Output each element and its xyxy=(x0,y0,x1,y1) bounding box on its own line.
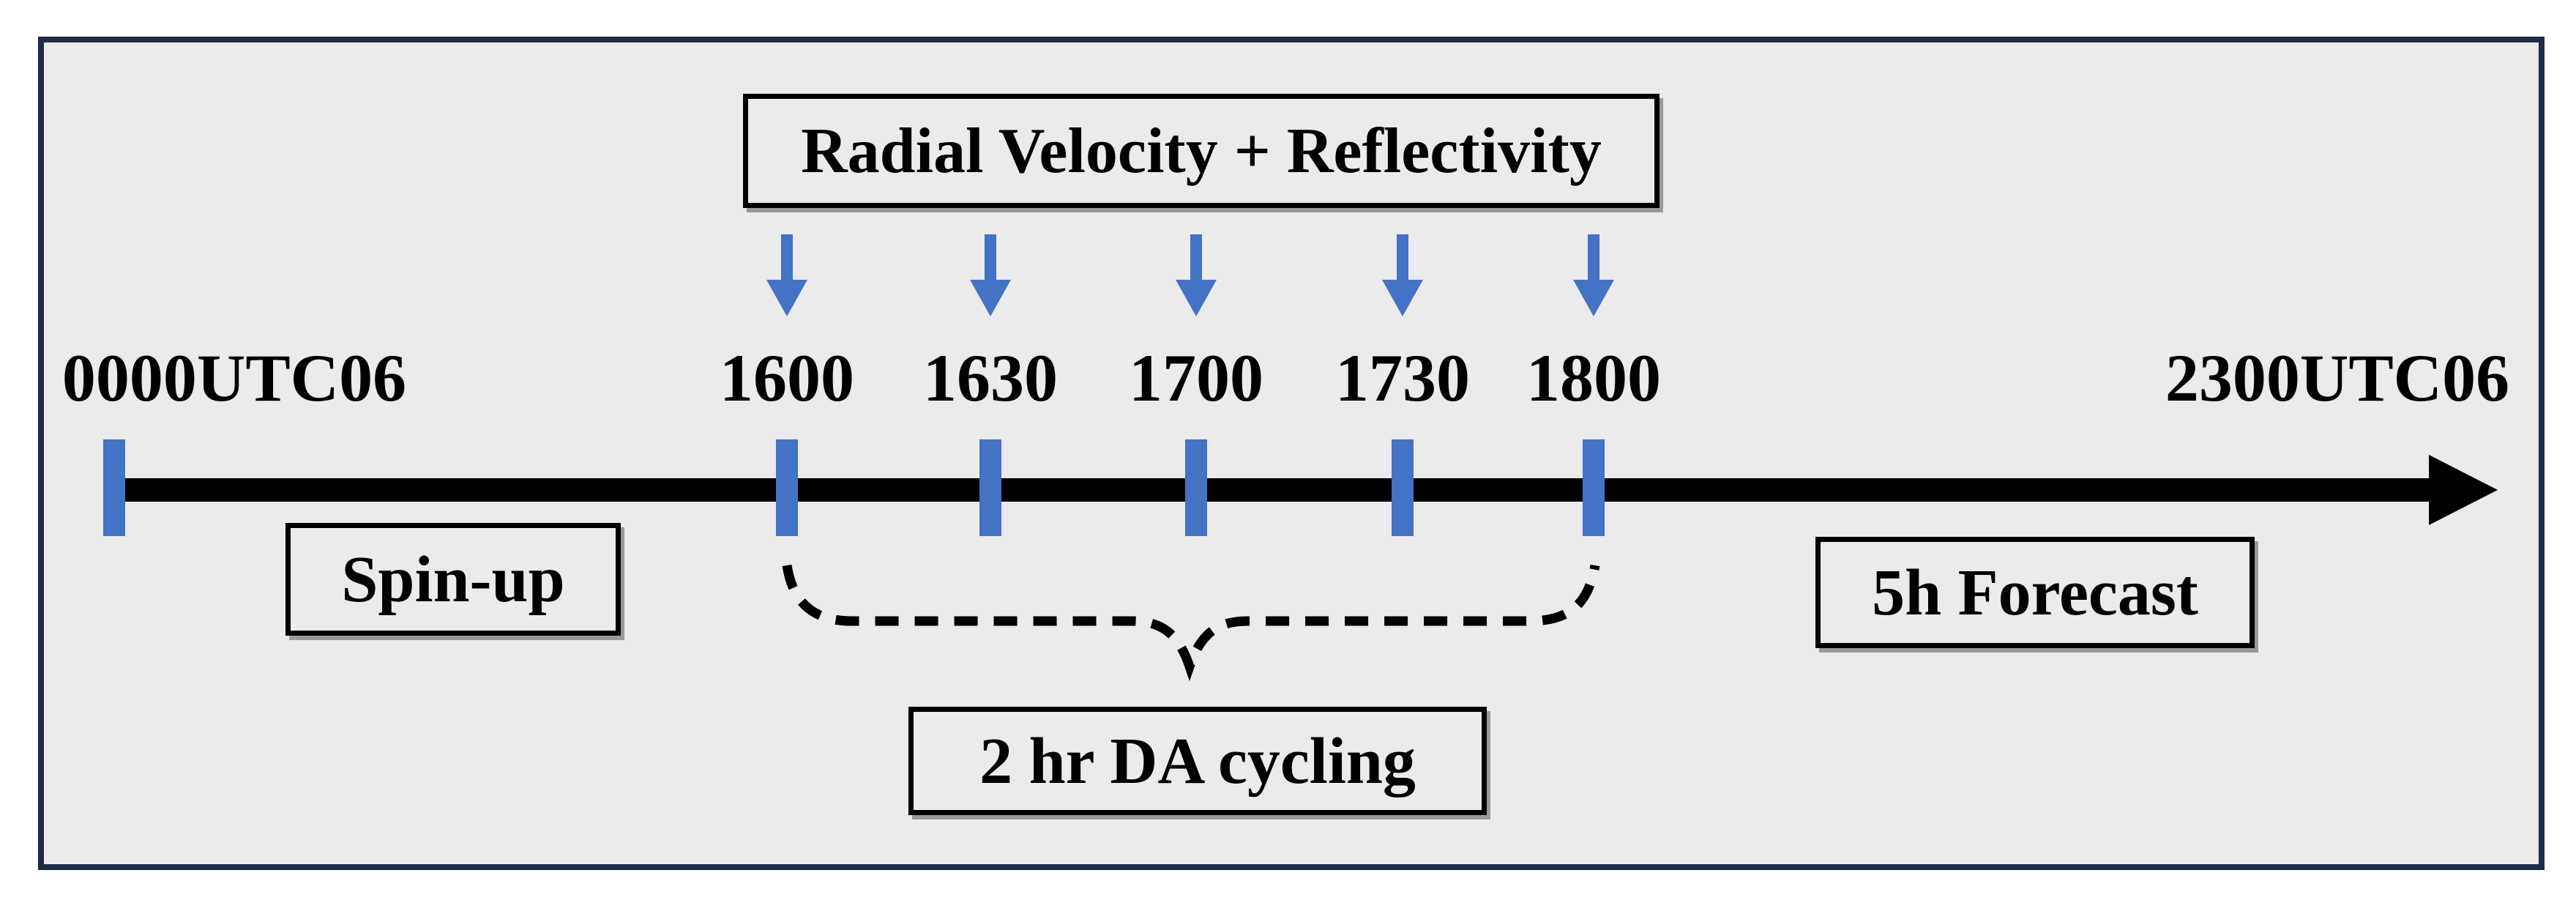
radar-observations-box: Radial Velocity + Reflectivity xyxy=(743,94,1660,208)
timeline-start-label: 0000UTC06 xyxy=(61,341,407,415)
da-cycling-box: 2 hr DA cycling xyxy=(908,707,1487,815)
down-arrow-icon xyxy=(766,234,807,316)
tick-mark-cycle xyxy=(1392,439,1414,536)
cycle-time-label: 1730 xyxy=(1335,341,1470,415)
cycle-time-label: 1600 xyxy=(720,341,854,415)
forecast-box: 5h Forecast xyxy=(1815,537,2255,648)
diagram-frame xyxy=(38,37,2545,870)
down-arrow-icon xyxy=(1573,234,1614,316)
tick-mark-start xyxy=(103,439,125,536)
arrowhead-icon xyxy=(2429,455,2498,525)
cycle-time-label: 1800 xyxy=(1526,341,1661,415)
tick-mark-cycle xyxy=(1185,439,1207,536)
tick-mark-cycle xyxy=(979,439,1001,536)
cycle-time-label: 1700 xyxy=(1129,341,1263,415)
down-arrow-icon xyxy=(1382,234,1423,316)
da-cycling-label: 2 hr DA cycling xyxy=(979,724,1416,798)
dashed-brace-icon xyxy=(782,564,1600,682)
spin-up-label: Spin-up xyxy=(341,543,565,616)
tick-mark-cycle xyxy=(776,439,798,536)
down-arrow-icon xyxy=(1176,234,1217,316)
spin-up-box: Spin-up xyxy=(285,523,621,636)
down-arrow-icon xyxy=(970,234,1011,316)
radar-observations-label: Radial Velocity + Reflectivity xyxy=(801,115,1602,187)
timeline-axis xyxy=(116,478,2430,502)
timeline-end-label: 2300UTC06 xyxy=(2165,341,2510,415)
forecast-label: 5h Forecast xyxy=(1872,556,2198,629)
tick-mark-cycle xyxy=(1583,439,1605,536)
cycle-time-label: 1630 xyxy=(923,341,1058,415)
